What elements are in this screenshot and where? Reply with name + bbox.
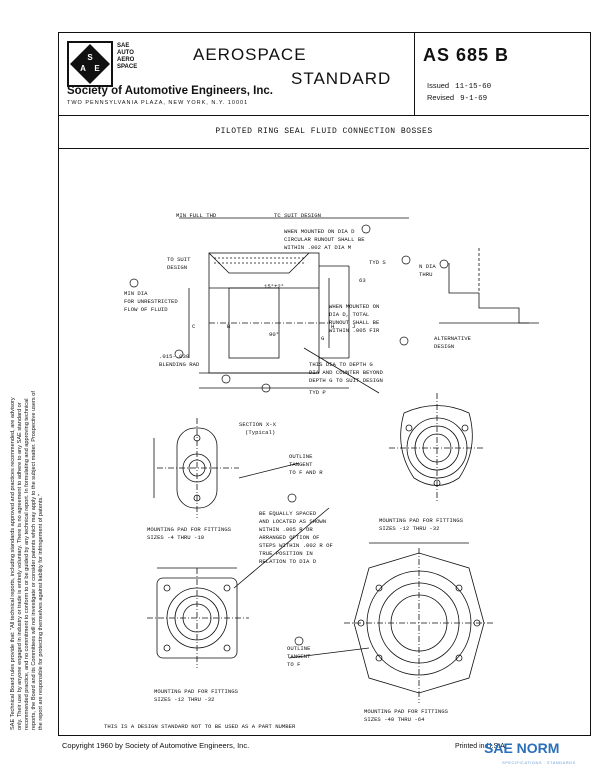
logo-line: SPACE xyxy=(117,64,138,70)
label-thru: THRU xyxy=(419,271,432,278)
dim-b: B xyxy=(227,323,231,330)
watermark: SAE NORM SPECIFICATIONS . STANDARDS xyxy=(484,740,575,765)
printed-in: Printed in U.S.A. xyxy=(455,743,507,750)
logo-lines: SAE AUTO AERO SPACE xyxy=(117,43,137,71)
logo-line: AUTO xyxy=(117,50,134,56)
header-divider xyxy=(414,33,415,115)
dim-h: H xyxy=(331,323,334,330)
spacing-3: WITHIN .005 R OR xyxy=(259,526,313,533)
pad2-caption-2: SIZES -12 THRU -32 xyxy=(379,525,439,532)
issued-value: 11-15-60 xyxy=(455,83,492,91)
outline-tangent-3: TO F xyxy=(287,661,300,668)
pad1-caption-1: MOUNTING PAD FOR FITTINGS xyxy=(147,526,232,533)
spacing-6: TRUE POSITION IN xyxy=(259,550,313,557)
section-typical: (Typical) xyxy=(245,429,275,436)
alternative-design-profile xyxy=(448,263,529,324)
society-address: TWO PENNSYLVANIA PLAZA, NEW YORK, N.Y. 1… xyxy=(67,100,249,106)
revised-value: 9-1-69 xyxy=(460,95,488,103)
standard-sheet: S A E SAE AUTO AERO SPACE Society of Aut… xyxy=(58,32,591,736)
label-n-dia: N DIA xyxy=(419,263,436,270)
label-mounted-1: WHEN MOUNTED ON xyxy=(329,303,379,310)
svg-text:S: S xyxy=(87,53,93,62)
label-blend-1: .015-.030 xyxy=(159,353,190,360)
label-runout-2: CIRCULAR RUNOUT SHALL BE xyxy=(284,236,365,243)
revised-date: Revised 9-1-69 xyxy=(427,93,487,103)
label-min-dia-3: FLOW OF FLUID xyxy=(124,306,168,313)
issued-label: Issued xyxy=(427,81,450,90)
logo-line: AERO xyxy=(117,57,135,63)
pad4-caption-1: MOUNTING PAD FOR FITTINGS xyxy=(364,708,449,715)
label-mounted-4: WITHIN .005 FIR xyxy=(329,327,380,334)
outline-1: OUTLINE xyxy=(289,453,313,460)
label-min-dia-2: FOR UNRESTRICTED xyxy=(124,298,178,305)
label-mounted-2: DIA D, TOTAL xyxy=(329,311,369,318)
spacing-1: BE EQUALLY SPACED xyxy=(259,510,317,517)
pad1-caption-2: SIZES -4 THRU -10 xyxy=(147,534,205,541)
outline-tangent-2: TANGENT xyxy=(287,653,311,660)
label-depth-1: THIS DIA TO DEPTH G xyxy=(309,361,373,368)
society-name: Society of Automotive Engineers, Inc. xyxy=(67,85,273,97)
as-number: AS 685 B xyxy=(423,45,510,65)
label-mounted-3: RUNOUT SHALL BE xyxy=(329,319,380,326)
doc-type-line2: STANDARD xyxy=(291,69,392,88)
label-depth-3: DEPTH G TO SUIT DESIGN xyxy=(309,377,383,384)
label-tc-suit: TC SUIT DESIGN xyxy=(274,212,321,219)
dim-j: J xyxy=(352,323,355,330)
outline-2: TANGENT xyxy=(289,461,313,468)
label-min-full-thd: MIN FULL THD xyxy=(176,212,217,219)
doc-type-line1: AEROSPACE xyxy=(193,45,307,64)
label-blend-2: BLENDING RAD xyxy=(159,361,200,368)
spacing-5: STEPS WITHIN .002 R OF xyxy=(259,542,333,549)
pad4-outline xyxy=(353,552,485,694)
title-bar: PILOTED RING SEAL FLUID CONNECTION BOSSE… xyxy=(59,115,589,149)
pad3-caption-1: MOUNTING PAD FOR FITTINGS xyxy=(154,688,239,695)
pad4-caption-2: SIZES -40 THRU -64 xyxy=(364,716,425,723)
sae-logo-icon: S A E xyxy=(67,41,113,87)
document-title: PILOTED RING SEAL FLUID CONNECTION BOSSE… xyxy=(215,127,433,136)
svg-text:A: A xyxy=(80,64,86,73)
label-min-dia-1: MIN DIA xyxy=(124,290,148,297)
dim-c: C xyxy=(192,323,196,330)
label-alt-1: ALTERNATIVE xyxy=(434,335,472,342)
label-suit-1: TO SUIT xyxy=(167,256,191,263)
label-depth-2: DIA AND COUNTER BEYOND xyxy=(309,369,383,376)
section-title: SECTION X-X xyxy=(239,421,277,428)
boss-section-outline xyxy=(208,252,320,374)
copyright: Copyright 1960 by Society of Automotive … xyxy=(62,741,250,750)
outline-tangent-1: OUTLINE xyxy=(287,645,311,652)
logo-line: SAE xyxy=(117,43,130,49)
issued-date: Issued 11-15-60 xyxy=(427,81,491,91)
label-suit-2: DESIGN xyxy=(167,264,187,271)
svg-text:E: E xyxy=(94,64,100,73)
label-runout-1: WHEN MOUNTED ON DIA D xyxy=(284,228,355,235)
label-tyd-p: TYD P xyxy=(309,389,326,396)
pad3-caption-2: SIZES -12 THRU -32 xyxy=(154,696,214,703)
dim-g: G xyxy=(321,335,325,342)
technical-board-note: SAE Technical Board rules provide that: … xyxy=(10,391,44,730)
spacing-7: RELATION TO DIA D xyxy=(259,558,317,565)
header: S A E SAE AUTO AERO SPACE Society of Aut… xyxy=(59,33,589,116)
engineering-drawing: MIN FULL THD TC SUIT DESIGN WHEN MOUNTED… xyxy=(104,212,539,730)
pad2-caption-1: MOUNTING PAD FOR FITTINGS xyxy=(379,517,464,524)
label-alt-2: DESIGN xyxy=(434,343,454,350)
label-angle-90: 90° xyxy=(269,331,279,338)
label-runout-3: WITHIN .002 AT DIA M xyxy=(284,244,351,251)
label-tyd-s: TYD S xyxy=(369,259,386,266)
spacing-4: ARRANGED OPTION OF xyxy=(259,534,319,541)
watermark-text: SAE NORM xyxy=(484,740,560,756)
revised-label: Revised xyxy=(427,93,455,102)
design-note: THIS IS A DESIGN STANDARD NOT TO BE USED… xyxy=(104,723,296,730)
pad2-outline xyxy=(400,405,473,486)
label-angle-15: 15°±2° xyxy=(264,283,284,290)
spacing-2: AND LOCATED AS SHOWN xyxy=(259,518,326,525)
outline-3: TO F AND R xyxy=(289,469,323,476)
label-angle-63: 63 xyxy=(359,277,366,284)
watermark-subtext: SPECIFICATIONS . STANDARDS xyxy=(502,760,576,765)
